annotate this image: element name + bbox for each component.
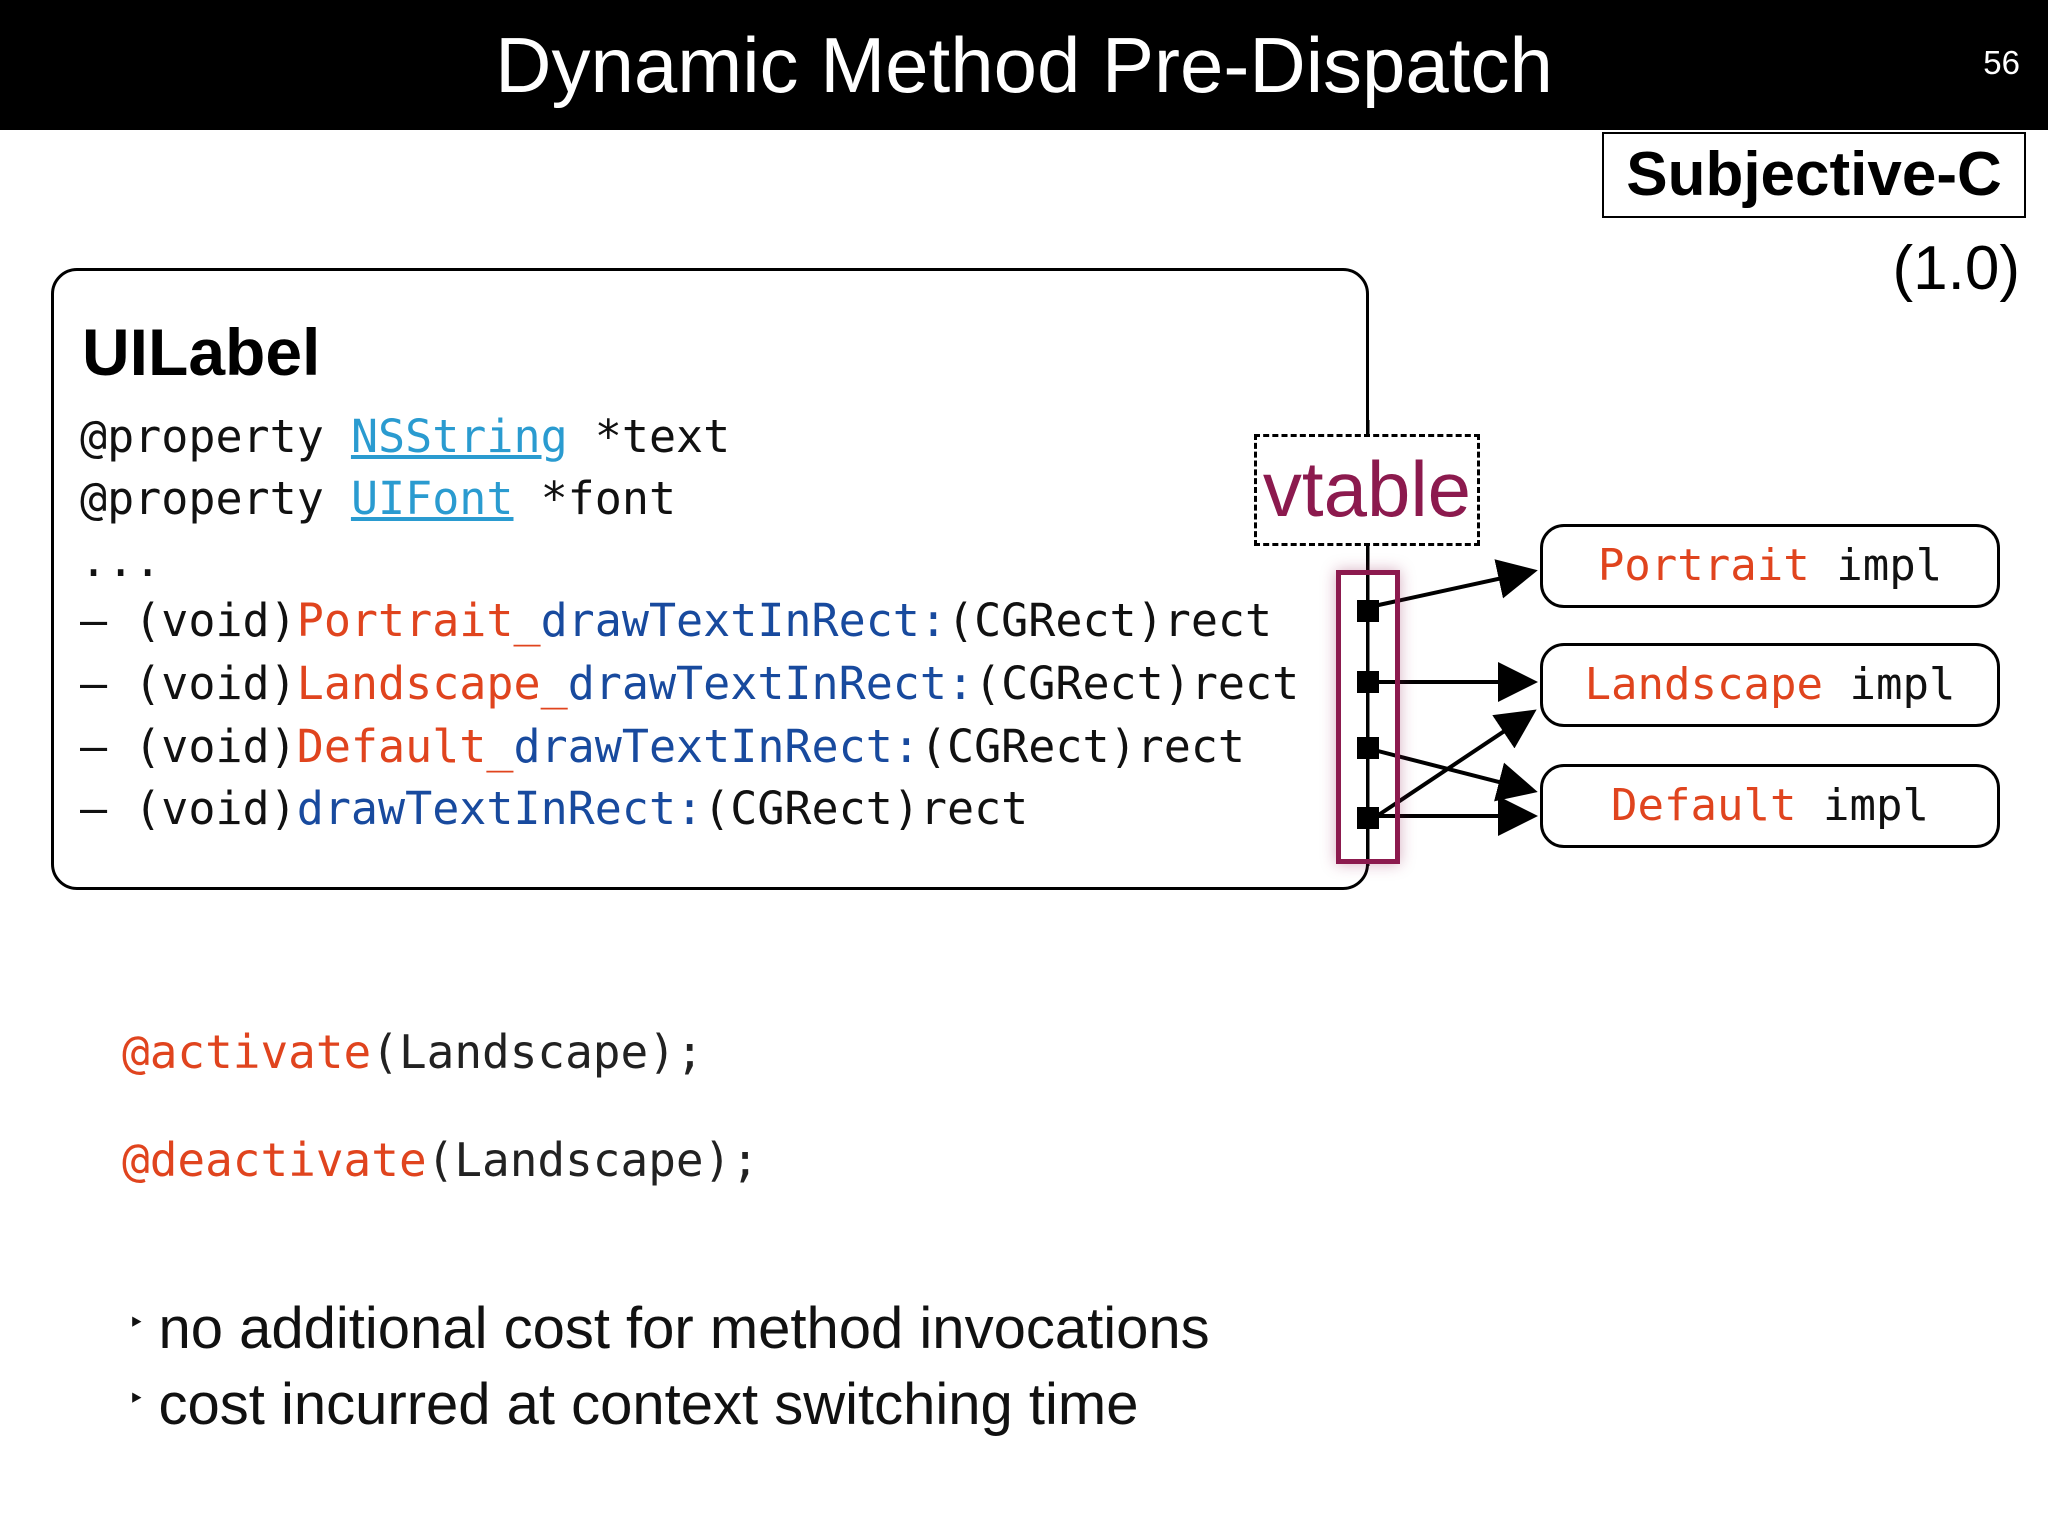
bullet-item: ‣no additional cost for method invocatio… (128, 1296, 1210, 1361)
method-line-landscape: – (void)Landscape_drawTextInRect:(CGRect… (80, 657, 1300, 710)
impl-box-landscape: Landscape impl (1540, 643, 2000, 727)
vtable-column (1336, 570, 1400, 864)
property-line-font: @property UIFont *font (80, 472, 677, 525)
bullet-marker-icon: ‣ (128, 1306, 145, 1338)
property-line-text: @property NSString *text (80, 410, 731, 463)
impl-box-default: Default impl (1540, 764, 2000, 848)
title-bar: Dynamic Method Pre-Dispatch 56 (0, 0, 2048, 130)
ellipsis-line: ... (80, 534, 162, 587)
brand-version: (1.0) (1892, 234, 2020, 303)
method-line-default: – (void)Default_drawTextInRect:(CGRect)r… (80, 720, 1245, 773)
vtable-slot-portrait (1357, 600, 1379, 622)
class-box (51, 268, 1369, 890)
vtable-slot-dispatch (1357, 807, 1379, 829)
type-link-uifont[interactable]: UIFont (350, 472, 514, 525)
vtable-slot-landscape (1357, 671, 1379, 693)
brand-box: Subjective-C (1602, 132, 2026, 218)
vtable-label: vtable (1254, 434, 1480, 546)
method-line-dispatch: – (void)drawTextInRect:(CGRect)rect (80, 782, 1029, 835)
class-name: UILabel (82, 315, 321, 389)
bullet-item: ‣cost incurred at context switching time (128, 1372, 1139, 1437)
arrow-dispatch-to-landscape-impl (1372, 709, 1537, 820)
method-line-portrait: – (void)Portrait_drawTextInRect:(CGRect)… (80, 594, 1273, 647)
bullet-marker-icon: ‣ (128, 1382, 145, 1414)
type-link-nsstring[interactable]: NSString (350, 410, 568, 463)
slide-title: Dynamic Method Pre-Dispatch (495, 21, 1553, 109)
slide-number: 56 (1983, 44, 2020, 81)
deactivate-statement: @deactivate(Landscape); (122, 1133, 759, 1187)
arrow-default-to-default-impl (1373, 748, 1538, 802)
activate-statement: @activate(Landscape); (122, 1025, 704, 1079)
vtable-slot-default (1357, 737, 1379, 759)
arrow-portrait-to-portrait-impl (1373, 559, 1538, 608)
impl-box-portrait: Portrait impl (1540, 524, 2000, 608)
